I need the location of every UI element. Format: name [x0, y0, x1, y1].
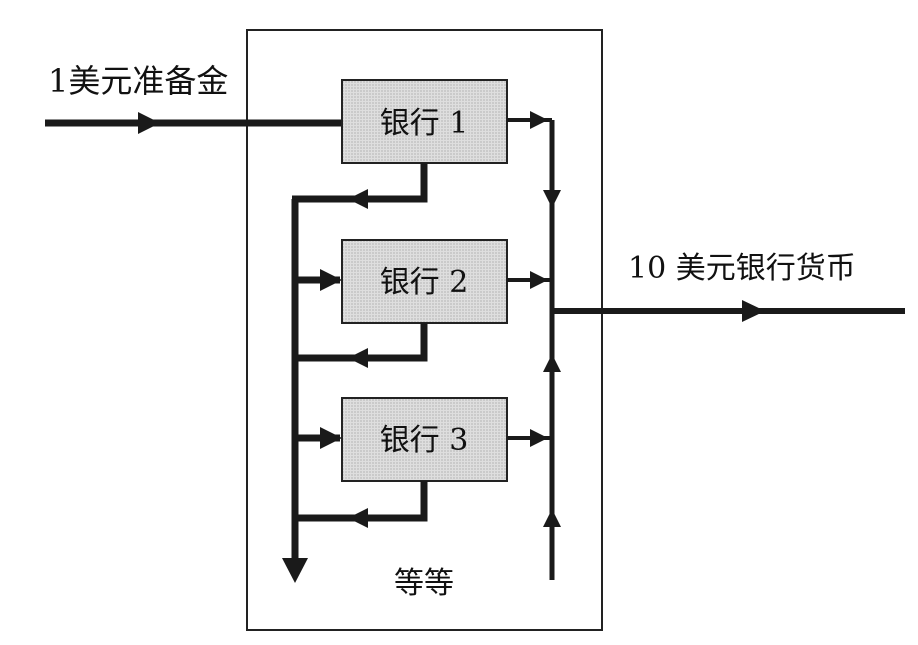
bank3-loan-line	[295, 481, 428, 522]
bank2-output-arrow	[530, 271, 548, 289]
to-bank2-arrow	[320, 269, 342, 291]
bank-label-2: 银行 2	[380, 265, 469, 300]
bank3-output-arrow	[530, 429, 548, 447]
right-up-arrow-1	[543, 354, 561, 372]
input-label: 1美元准备金	[48, 62, 228, 100]
bank1-output-arrow	[530, 111, 548, 129]
output-arrow	[742, 300, 765, 322]
bank1-loan-line	[292, 163, 428, 203]
bank1-loan-arrow	[348, 189, 368, 209]
bank-label-1: 银行 1	[380, 106, 469, 141]
bank-box-2: 银行 2	[341, 239, 508, 324]
right-down-arrow	[543, 190, 561, 208]
bank3-loan-arrow	[348, 508, 368, 528]
input-arrow	[138, 112, 160, 134]
to-bank3-arrow	[320, 427, 342, 449]
bank-box-1: 银行 1	[341, 79, 508, 164]
bank2-loan-arrow	[348, 348, 368, 368]
bank2-loan-line	[295, 323, 428, 362]
output-label: 10 美元银行货币	[628, 251, 856, 286]
system-frame	[246, 29, 603, 631]
right-up-arrow-2	[543, 509, 561, 527]
bank-box-3: 银行 3	[341, 397, 508, 482]
etc-label: 等等	[394, 566, 454, 601]
down-arrow-bottom	[282, 558, 308, 583]
bank-label-3: 银行 3	[380, 423, 469, 458]
